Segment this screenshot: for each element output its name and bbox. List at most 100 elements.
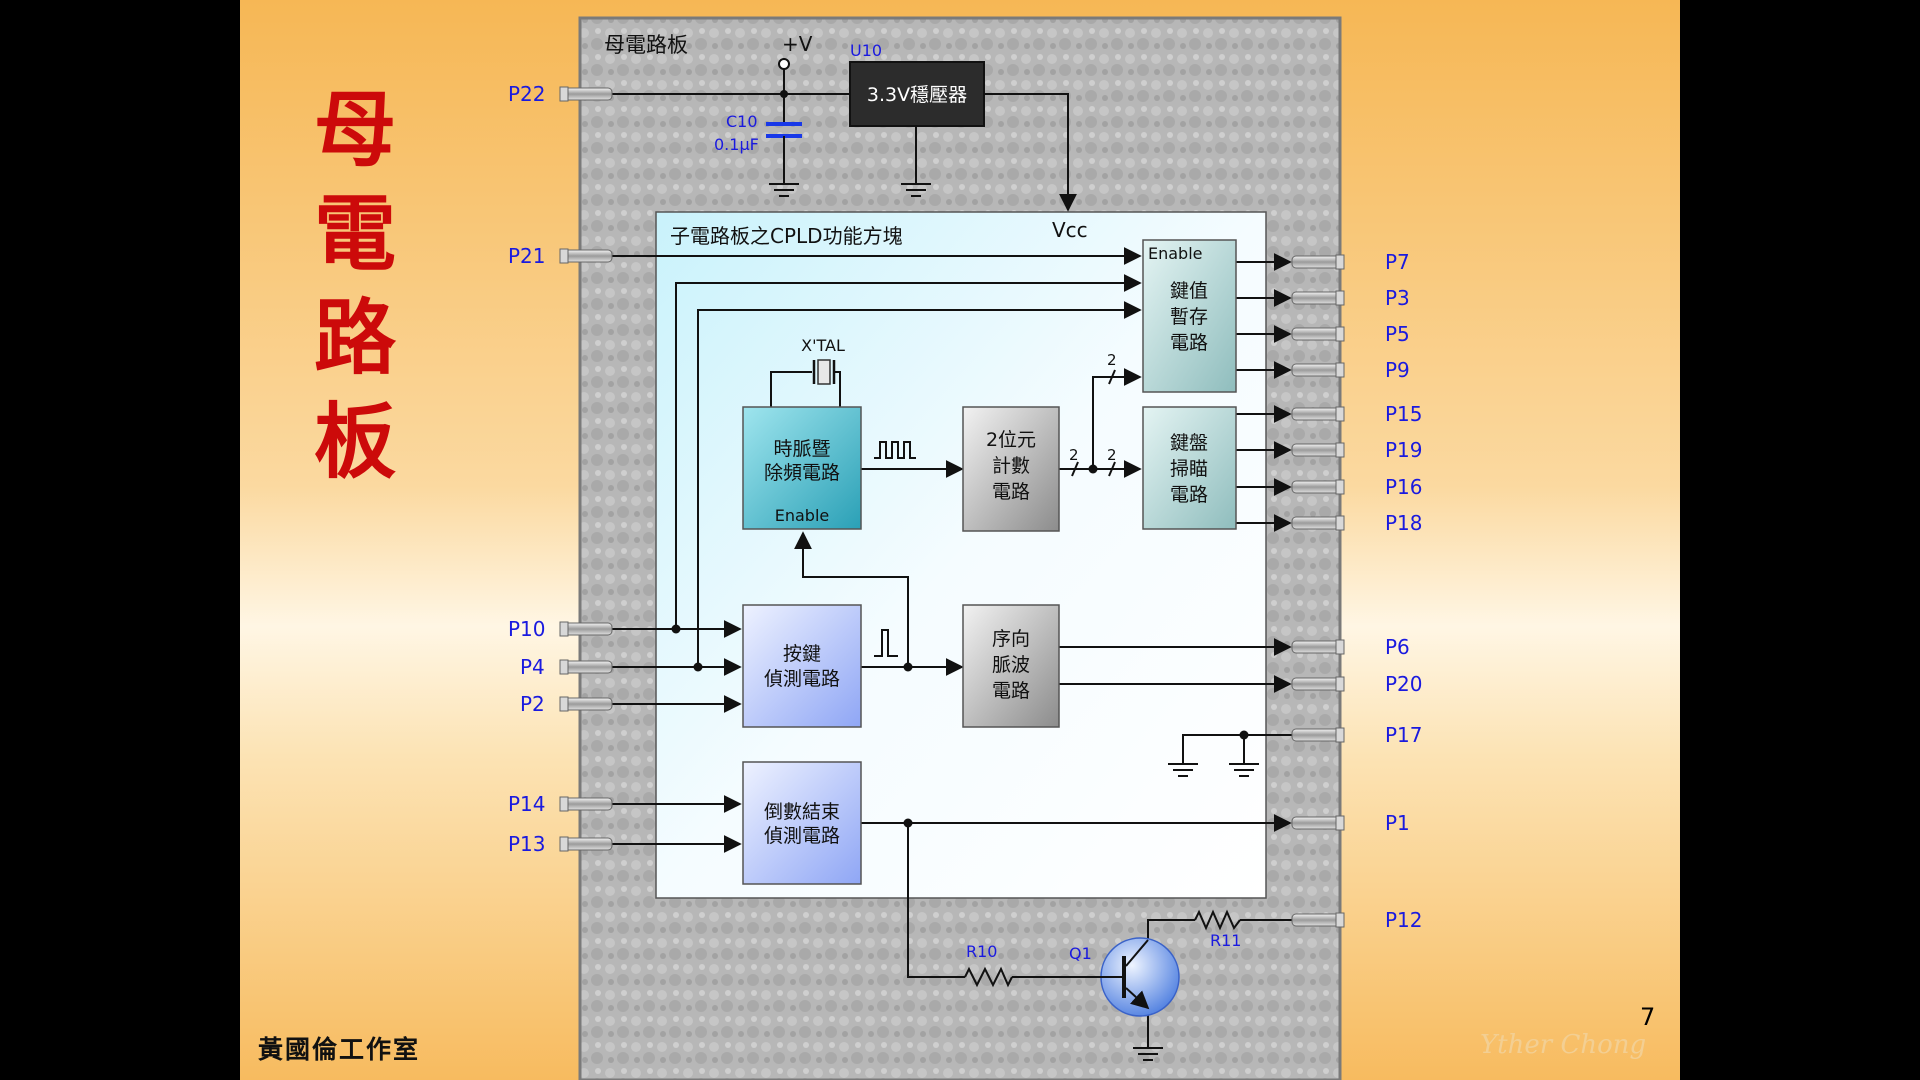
- left-pin-P4: P4: [520, 655, 613, 679]
- page-number: 7: [1640, 1003, 1656, 1031]
- capacitor-value: 0.1μF: [714, 135, 759, 154]
- right-pin-P16: P16: [1291, 475, 1423, 499]
- block-label: 除頻電路: [764, 462, 840, 484]
- block-label: 電路: [992, 481, 1030, 503]
- block-label: 序向: [992, 628, 1030, 650]
- right-pin-P9: P9: [1291, 358, 1410, 382]
- right-pin-P15: P15: [1291, 402, 1423, 426]
- left-pin-P10: P10: [508, 617, 613, 641]
- slide: 母 電 路 板: [240, 0, 1680, 1080]
- pin-label: P15: [1385, 402, 1423, 426]
- block-label: 鍵盤: [1170, 432, 1208, 454]
- right-pin-P20: P20: [1291, 672, 1423, 696]
- block-keyboard-scan: 鍵盤 掃瞄 電路: [1142, 406, 1237, 530]
- clock-waveform-icon: [874, 441, 916, 459]
- block-countdown-detect: 倒數結束 偵測電路: [742, 761, 862, 885]
- resistor-r10-icon: [964, 966, 1013, 988]
- supply-terminal: [778, 58, 790, 70]
- q1-label: Q1: [1069, 944, 1092, 963]
- right-pin-P5: P5: [1291, 322, 1410, 346]
- pin-label: P12: [1385, 908, 1423, 932]
- block-label: 偵測電路: [764, 825, 840, 847]
- junction-dots: [671, 464, 1249, 828]
- resistor-r11-icon: [1194, 909, 1241, 931]
- block-label: 電路: [992, 680, 1030, 702]
- pulse-waveform-icon: [874, 629, 898, 657]
- block-label: 鍵值: [1170, 280, 1208, 302]
- signature: Yther Chong: [1480, 1030, 1647, 1060]
- right-pin-P7: P7: [1291, 250, 1410, 274]
- pin-label: P10: [508, 617, 546, 641]
- block-label: 按鍵: [783, 643, 821, 665]
- block-clock-divider: 時脈暨 除頻電路 Enable: [742, 406, 862, 530]
- right-pin-P12: P12: [1291, 908, 1423, 932]
- pin-label: P20: [1385, 672, 1423, 696]
- regulator-label: 3.3V穩壓器: [867, 84, 967, 106]
- title-char: 板: [313, 394, 396, 490]
- pin-label: P6: [1385, 635, 1410, 659]
- block-counter: 2位元 計數 電路: [962, 406, 1060, 532]
- right-pin-P6: P6: [1291, 635, 1410, 659]
- pin-label: P2: [520, 692, 545, 716]
- block-label: 電路: [1170, 484, 1208, 506]
- transistor-q1-icon: [1098, 937, 1180, 1017]
- right-pin-P3: P3: [1291, 286, 1410, 310]
- left-pin-P14: P14: [508, 792, 613, 816]
- pin-label: P4: [520, 655, 545, 679]
- block-key-detect: 按鍵 偵測電路: [742, 604, 862, 728]
- pin-label: P1: [1385, 811, 1410, 835]
- mother-board-label: 母電路板: [604, 33, 688, 57]
- regulator-ref: U10: [850, 41, 882, 60]
- regulator-block: [849, 61, 985, 127]
- right-pin-P17: P17: [1291, 723, 1423, 747]
- title-char: 電: [313, 186, 396, 282]
- block-label: 時脈暨: [773, 438, 830, 460]
- pin-label: P21: [508, 244, 546, 268]
- block-label: 偵測電路: [764, 668, 840, 690]
- block-sequential-pulse: 序向 脈波 電路: [962, 604, 1060, 728]
- block-label: 暫存: [1170, 306, 1208, 328]
- capacitor-ref: C10: [726, 112, 758, 131]
- pin-label: P18: [1385, 511, 1423, 535]
- block-label: 計數: [992, 455, 1030, 477]
- circuit-diagram: 母電路板 子電路板之CPLD功能方塊 +V C10 0.1μF U10 3.3V…: [508, 16, 1423, 1080]
- bus-width-label: 2: [1069, 446, 1079, 464]
- slide-title: 母 電 路 板: [300, 78, 410, 494]
- left-pin-P13: P13: [508, 832, 613, 856]
- pin-label: P22: [508, 82, 546, 106]
- pin-label: P5: [1385, 322, 1410, 346]
- cpld-label: 子電路板之CPLD功能方塊: [670, 224, 903, 248]
- crystal-label: X'TAL: [801, 336, 845, 355]
- title-char: 路: [313, 290, 396, 386]
- block-label: 電路: [1170, 332, 1208, 354]
- r10-label: R10: [966, 942, 997, 961]
- pin-label: P16: [1385, 475, 1423, 499]
- block-label: 倒數結束: [764, 801, 840, 823]
- pin-label: P14: [508, 792, 546, 816]
- vcc-label: Vcc: [1052, 218, 1088, 242]
- left-pin-P21: P21: [508, 244, 613, 268]
- block-label: 掃瞄: [1170, 458, 1208, 480]
- block-label: 脈波: [992, 654, 1030, 676]
- bus-width-label: 2: [1107, 446, 1117, 464]
- pin-label: P9: [1385, 358, 1410, 382]
- right-pin-P1: P1: [1291, 811, 1410, 835]
- bus-marks: [1071, 369, 1116, 477]
- block-key-latch: Enable 鍵值 暫存 電路: [1142, 239, 1237, 393]
- crystal-icon: [812, 359, 836, 385]
- enable-label: Enable: [1148, 244, 1203, 263]
- pin-label: P13: [508, 832, 546, 856]
- supply-label: +V: [782, 32, 813, 56]
- pin-label: P7: [1385, 250, 1410, 274]
- pin-label: P17: [1385, 723, 1423, 747]
- bus-width-label: 2: [1107, 351, 1117, 369]
- title-char: 母: [313, 82, 396, 178]
- pin-label: P19: [1385, 438, 1423, 462]
- left-pin-P22: P22: [508, 82, 613, 106]
- r11-label: R11: [1210, 931, 1241, 950]
- studio-name: 黃國倫工作室: [258, 1035, 421, 1064]
- enable-label: Enable: [775, 506, 830, 525]
- pin-label: P3: [1385, 286, 1410, 310]
- left-pin-P2: P2: [520, 692, 613, 716]
- right-pin-P19: P19: [1291, 438, 1423, 462]
